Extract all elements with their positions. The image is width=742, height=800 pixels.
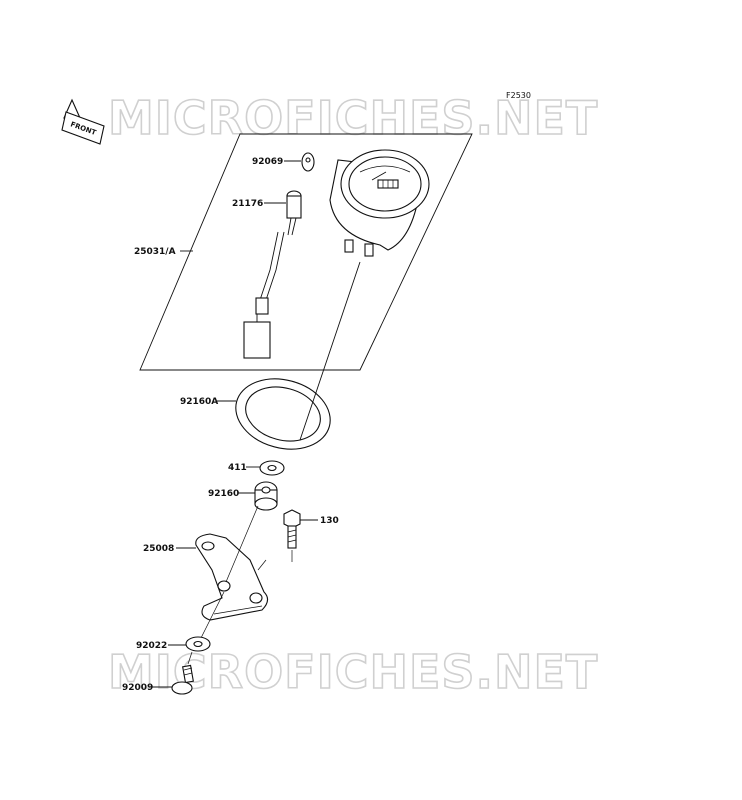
svg-text:411: 411 [228,463,247,473]
part-label-130: 130 [300,516,339,526]
speedometer-icon [329,149,430,257]
front-arrow-icon: FRONT [61,98,105,145]
svg-text:21176: 21176 [232,199,263,209]
svg-text:25031/A: 25031/A [134,247,176,257]
grommet-icon [254,481,278,511]
washer-icon [259,460,285,476]
svg-text:92022: 92022 [136,641,167,651]
watermark-top: MICROFICHES.NET [108,91,598,145]
svg-text:92160: 92160 [208,489,239,499]
svg-text:130: 130 [320,516,339,526]
part-label-21176: 21176 [232,199,286,209]
svg-text:92009: 92009 [122,683,153,693]
part-label-92009: 92009 [122,683,172,693]
rubber-seal-icon [235,378,331,450]
small-bolt-icon [171,664,194,695]
part-label-92160: 92160 [208,489,255,499]
part-label-411: 411 [228,463,260,473]
part-label-25008: 25008 [143,544,196,554]
bolt-icon [283,509,301,549]
part-label-92069: 92069 [252,157,301,167]
bulb-socket-icon [243,190,302,359]
svg-text:25008: 25008 [143,544,174,554]
part-label-25031-a: 25031/A [134,247,193,257]
bracket-icon [195,533,269,621]
assembly-outline [139,133,473,371]
part-label-92160a: 92160A [180,397,236,407]
clip-icon [301,152,315,172]
svg-text:92160A: 92160A [180,397,218,407]
part-label-92022: 92022 [136,641,186,651]
small-washer-icon [185,636,211,652]
svg-text:92069: 92069 [252,157,283,167]
reference-code: F2530 [506,91,531,100]
